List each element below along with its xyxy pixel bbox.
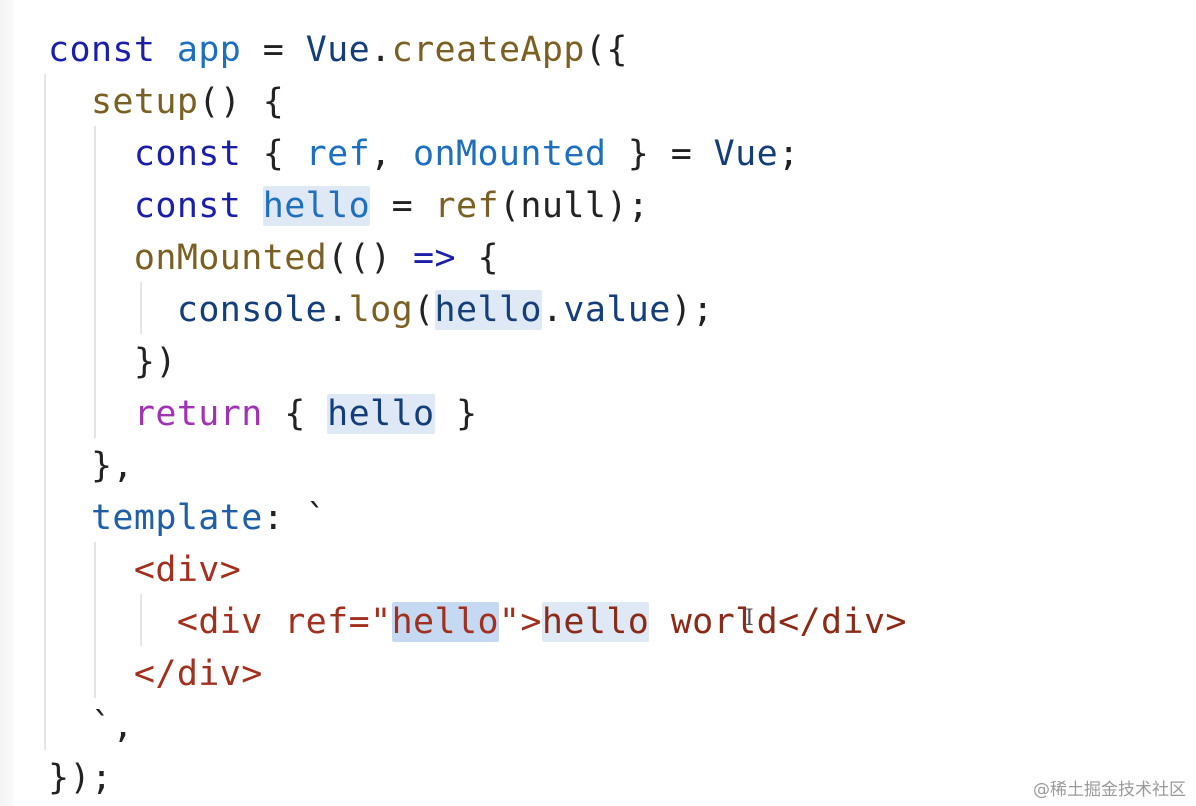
code-token: Vue bbox=[305, 30, 371, 70]
code-token: } bbox=[434, 394, 478, 434]
indent-guide bbox=[44, 74, 46, 750]
code-token: => bbox=[413, 238, 456, 278]
code-token: `, bbox=[48, 706, 134, 746]
code-line[interactable]: </div> bbox=[48, 650, 263, 698]
code-token: . bbox=[541, 290, 564, 330]
code-token: app bbox=[176, 30, 242, 70]
code-token: } = bbox=[606, 134, 714, 174]
code-line[interactable]: <div> bbox=[48, 546, 241, 594]
code-token bbox=[48, 82, 91, 122]
code-token: world</div> bbox=[649, 602, 907, 642]
code-token: (() bbox=[327, 238, 414, 278]
code-token: ref bbox=[434, 186, 499, 226]
code-line[interactable]: console.log(hello.value); bbox=[48, 286, 714, 334]
code-token: <div> bbox=[133, 550, 242, 590]
code-token bbox=[241, 186, 262, 226]
code-token: ({ bbox=[584, 30, 628, 70]
code-token: }, bbox=[48, 446, 134, 486]
indent-guide bbox=[94, 542, 96, 698]
code-token: onMounted bbox=[133, 238, 328, 278]
code-line[interactable]: const app = Vue.createApp({ bbox=[48, 26, 628, 74]
watermark: @稀土掘金技术社区 bbox=[1033, 780, 1186, 800]
code-line[interactable]: <div ref="hello">hello world</div> bbox=[48, 598, 907, 646]
code-token: <div ref=" bbox=[176, 602, 392, 642]
code-line[interactable]: setup() { bbox=[48, 78, 284, 126]
indent-guide bbox=[94, 126, 96, 438]
code-token: , bbox=[370, 134, 414, 174]
code-token: . bbox=[327, 290, 349, 330]
code-token: const bbox=[133, 186, 242, 226]
code-token: { bbox=[455, 238, 499, 278]
code-token bbox=[48, 654, 134, 694]
code-token bbox=[48, 394, 134, 434]
code-token: hello bbox=[327, 394, 435, 434]
code-token bbox=[48, 238, 134, 278]
text-cursor-icon: I bbox=[745, 606, 754, 631]
code-token bbox=[48, 186, 134, 226]
code-token bbox=[48, 134, 134, 174]
code-token: setup bbox=[90, 82, 199, 122]
code-token: value bbox=[563, 290, 671, 330]
code-line[interactable]: const { ref, onMounted } = Vue; bbox=[48, 130, 800, 178]
code-token: Vue bbox=[713, 134, 779, 174]
code-token: const bbox=[48, 30, 156, 70]
code-token: const bbox=[133, 134, 242, 174]
code-line[interactable]: `, bbox=[48, 702, 134, 750]
code-token bbox=[48, 290, 177, 330]
code-token: </div> bbox=[133, 654, 263, 694]
code-token: }); bbox=[48, 758, 113, 798]
code-token: ); bbox=[670, 290, 714, 330]
code-line[interactable]: }); bbox=[48, 754, 112, 802]
code-line[interactable]: const hello = ref(null); bbox=[48, 182, 649, 230]
code-line[interactable]: }, bbox=[48, 442, 134, 490]
code-token: template bbox=[90, 498, 263, 538]
code-line[interactable]: template: ` bbox=[48, 494, 327, 542]
code-token: createApp bbox=[391, 30, 585, 70]
code-token: "> bbox=[498, 602, 542, 642]
code-token bbox=[48, 550, 134, 590]
code-token: console bbox=[176, 290, 328, 330]
code-token: : ` bbox=[262, 498, 328, 538]
code-token: hello bbox=[262, 186, 371, 226]
code-token: (null); bbox=[498, 186, 650, 226]
code-token bbox=[155, 30, 176, 70]
code-line[interactable]: onMounted(() => { bbox=[48, 234, 499, 282]
code-token: onMounted bbox=[413, 134, 607, 174]
code-token: log bbox=[348, 290, 414, 330]
code-token: { bbox=[262, 394, 328, 434]
code-token: () { bbox=[198, 82, 285, 122]
code-token: = bbox=[241, 30, 306, 70]
code-token: ref bbox=[305, 134, 371, 174]
code-token: = bbox=[370, 186, 435, 226]
code-token: hello bbox=[434, 290, 542, 330]
code-token: }) bbox=[48, 342, 177, 382]
code-token: { bbox=[241, 134, 306, 174]
code-token: hello bbox=[541, 602, 650, 642]
code-token: hello bbox=[391, 602, 499, 642]
editor-left-edge bbox=[0, 0, 14, 806]
code-token: . bbox=[370, 30, 392, 70]
indent-guide bbox=[140, 282, 142, 334]
indent-guide bbox=[140, 594, 142, 646]
code-token: ; bbox=[778, 134, 800, 174]
code-line[interactable]: }) bbox=[48, 338, 177, 386]
code-line[interactable]: return { hello } bbox=[48, 390, 477, 438]
code-token bbox=[48, 498, 91, 538]
code-token bbox=[48, 602, 177, 642]
code-token: return bbox=[133, 394, 263, 434]
code-token: ( bbox=[413, 290, 435, 330]
